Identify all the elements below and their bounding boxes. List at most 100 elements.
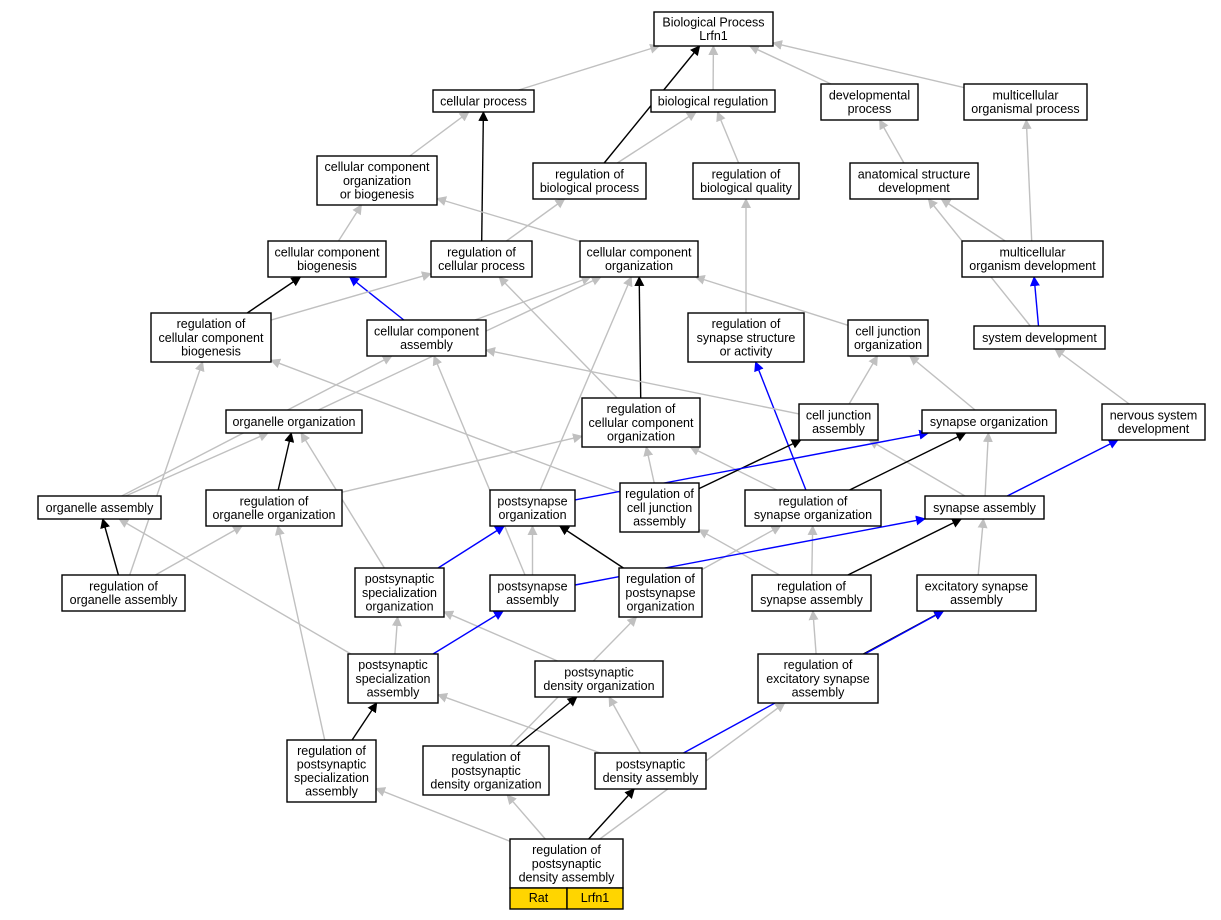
- node-organelle-assembly[interactable]: organelle assembly: [37, 495, 162, 520]
- node-box: [509, 838, 624, 889]
- node-label-line: specialization: [355, 672, 430, 686]
- node-box: [618, 567, 703, 618]
- edge-regulation-of-postsynaptic-specialization-assembly-to-regulation-of-organelle-organization: [274, 525, 326, 741]
- node-label-line: density assembly: [603, 771, 700, 785]
- edge-line-is_a: [982, 432, 993, 497]
- edge-postsynaptic-density-assembly-to-postsynaptic-specialization-assembly: [437, 693, 601, 754]
- node-label-line: organism development: [969, 259, 1096, 273]
- node-label-line: regulation of: [297, 744, 366, 758]
- edge-postsynaptic-specialization-assembly-to-postsynaptic-specialization-organization: [391, 616, 402, 655]
- node-box: [534, 660, 664, 698]
- edge-line-is_a: [807, 525, 818, 576]
- edge-line-is_a: [694, 274, 849, 326]
- edge-cellular-component-assembly-to-cellular-component-organization: [474, 275, 592, 321]
- node-system-development[interactable]: system development: [973, 325, 1106, 350]
- node-box: [963, 83, 1088, 121]
- edge-line-is_a: [505, 198, 566, 242]
- node-synapse-organization[interactable]: synapse organization: [921, 409, 1057, 434]
- edge-regulation-of-cellular-component-organization-to-cellular-component-organization: [634, 276, 645, 399]
- edge-line-is_a: [474, 275, 592, 321]
- edge-line-part_of: [634, 276, 645, 399]
- node-box: [581, 397, 701, 448]
- edge-line-is_a: [616, 111, 697, 164]
- node-label-line: regulation of: [712, 168, 781, 182]
- node-label-line: Biological Process: [662, 16, 764, 30]
- edge-line-is_a: [940, 198, 1006, 242]
- node-label-line: cellular process: [438, 259, 525, 273]
- edge-line-is_a: [391, 616, 402, 655]
- edge-regulation-of-cell-junction-assembly-to-cell-junction-assembly: [698, 439, 802, 490]
- node-label-line: biogenesis: [297, 259, 357, 273]
- edge-regulation-of-postsynaptic-density-organization-to-postsynaptic-density-organization: [515, 696, 578, 747]
- edge-multicellular-organismal-process-to-root: [772, 40, 965, 89]
- legend-gene-cell: [566, 887, 624, 910]
- node-box: [150, 312, 272, 363]
- node-label-line: density assembly: [519, 870, 616, 884]
- edge-regulation-of-postsynapse-organization-to-postsynapse-organization: [558, 525, 624, 569]
- node-organelle-organization[interactable]: organelle organization: [225, 409, 363, 434]
- node-label-line: excitatory synapse: [925, 580, 1029, 594]
- edge-cellular-component-assembly-to-cellular-component-biogenesis: [348, 276, 405, 321]
- node-synapse-assembly[interactable]: synapse assembly: [924, 495, 1045, 520]
- edge-synapse-assembly-to-cell-junction-assembly: [868, 439, 966, 497]
- edge-regulation-of-postsynaptic-specialization-assembly-to-postsynaptic-specialization-assembly: [351, 702, 378, 741]
- edge-line-is_a: [868, 439, 966, 497]
- edge-line-is_a: [878, 119, 905, 164]
- edge-synapse-organization-to-cell-junction-organization: [909, 355, 976, 411]
- node-regulation-of-postsynaptic-specialization-assembly[interactable]: regulation ofpostsynapticspecializationa…: [286, 739, 377, 803]
- node-label-line: postsynapse: [497, 580, 567, 594]
- edge-line-is_a: [337, 204, 362, 242]
- edge-line-is_a: [518, 43, 661, 91]
- node-label-line: organization: [343, 174, 411, 188]
- edge-line-is_a: [270, 271, 432, 321]
- node-box: [366, 319, 487, 357]
- node-label-line: or biogenesis: [340, 187, 414, 201]
- edge-cellular-component-organization-or-biogenesis-to-cellular-process: [409, 111, 470, 157]
- node-label-line: assembly: [633, 514, 687, 528]
- node-label-line: biological process: [540, 181, 639, 195]
- node-cellular-process[interactable]: cellular process: [432, 89, 535, 113]
- edge-line-part_of: [588, 788, 635, 840]
- node-label-line: organization: [498, 508, 566, 522]
- edge-regulation-of-synapse-assembly-to-synapse-assembly: [847, 518, 963, 576]
- node-biological-regulation[interactable]: biological regulation: [650, 89, 776, 113]
- node-label-line: Lrfn1: [699, 29, 728, 43]
- node-label-line: regulation of: [784, 658, 853, 672]
